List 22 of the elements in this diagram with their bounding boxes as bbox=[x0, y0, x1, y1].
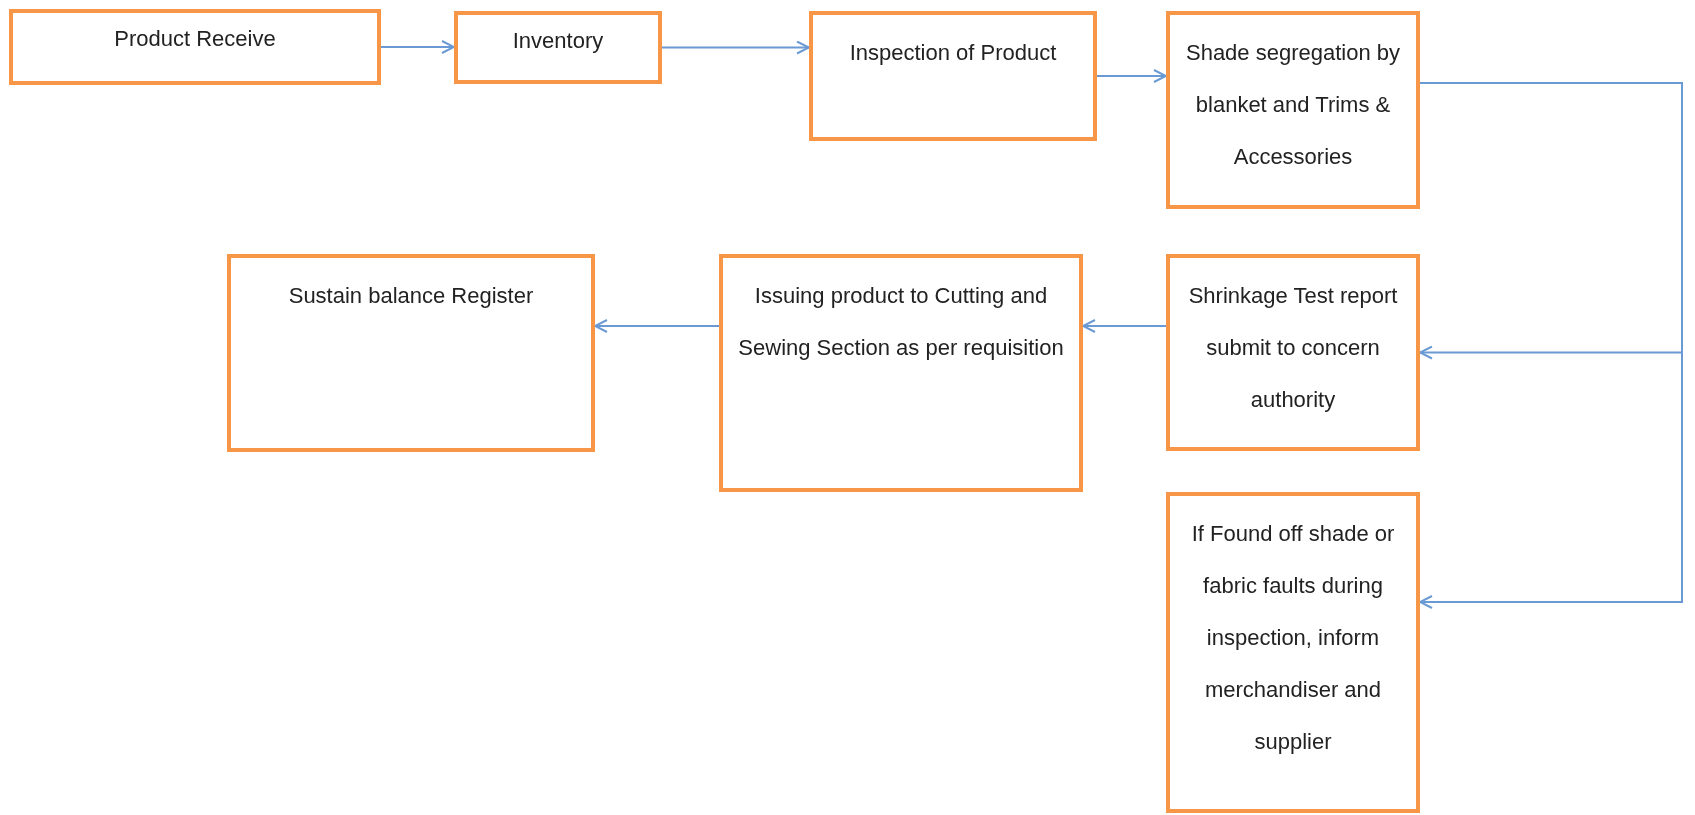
process-box bbox=[9, 9, 381, 85]
box-text: Shade segregation by blanket and Trims & Accessories bbox=[1185, 40, 1401, 169]
arrow bbox=[1082, 319, 1167, 333]
box-text: Product Receive bbox=[114, 26, 276, 51]
arrow bbox=[380, 40, 455, 54]
process-box bbox=[454, 11, 662, 84]
box-text: Inventory bbox=[512, 28, 604, 53]
arrow bbox=[1096, 69, 1167, 83]
process-box bbox=[227, 254, 595, 452]
box-text: Sustain balance Register bbox=[288, 283, 534, 308]
process-box bbox=[1166, 492, 1420, 813]
box-text: Shrinkage Test report submit to concern authority bbox=[1188, 283, 1398, 412]
process-box bbox=[809, 11, 1097, 141]
box-text: Issuing product to Cutting and Sewing Section as per requisition bbox=[738, 283, 1064, 360]
arrow bbox=[661, 40, 810, 55]
process-box bbox=[1166, 254, 1420, 451]
arrow bbox=[594, 319, 720, 333]
box-text: Inspection of Product bbox=[849, 40, 1057, 65]
box-text: If Found off shade or fabric faults during inspection, inform merchandiser and supplier bbox=[1191, 521, 1395, 754]
process-box bbox=[1166, 11, 1420, 209]
arrow bbox=[1419, 82, 1683, 609]
process-box bbox=[719, 254, 1083, 492]
